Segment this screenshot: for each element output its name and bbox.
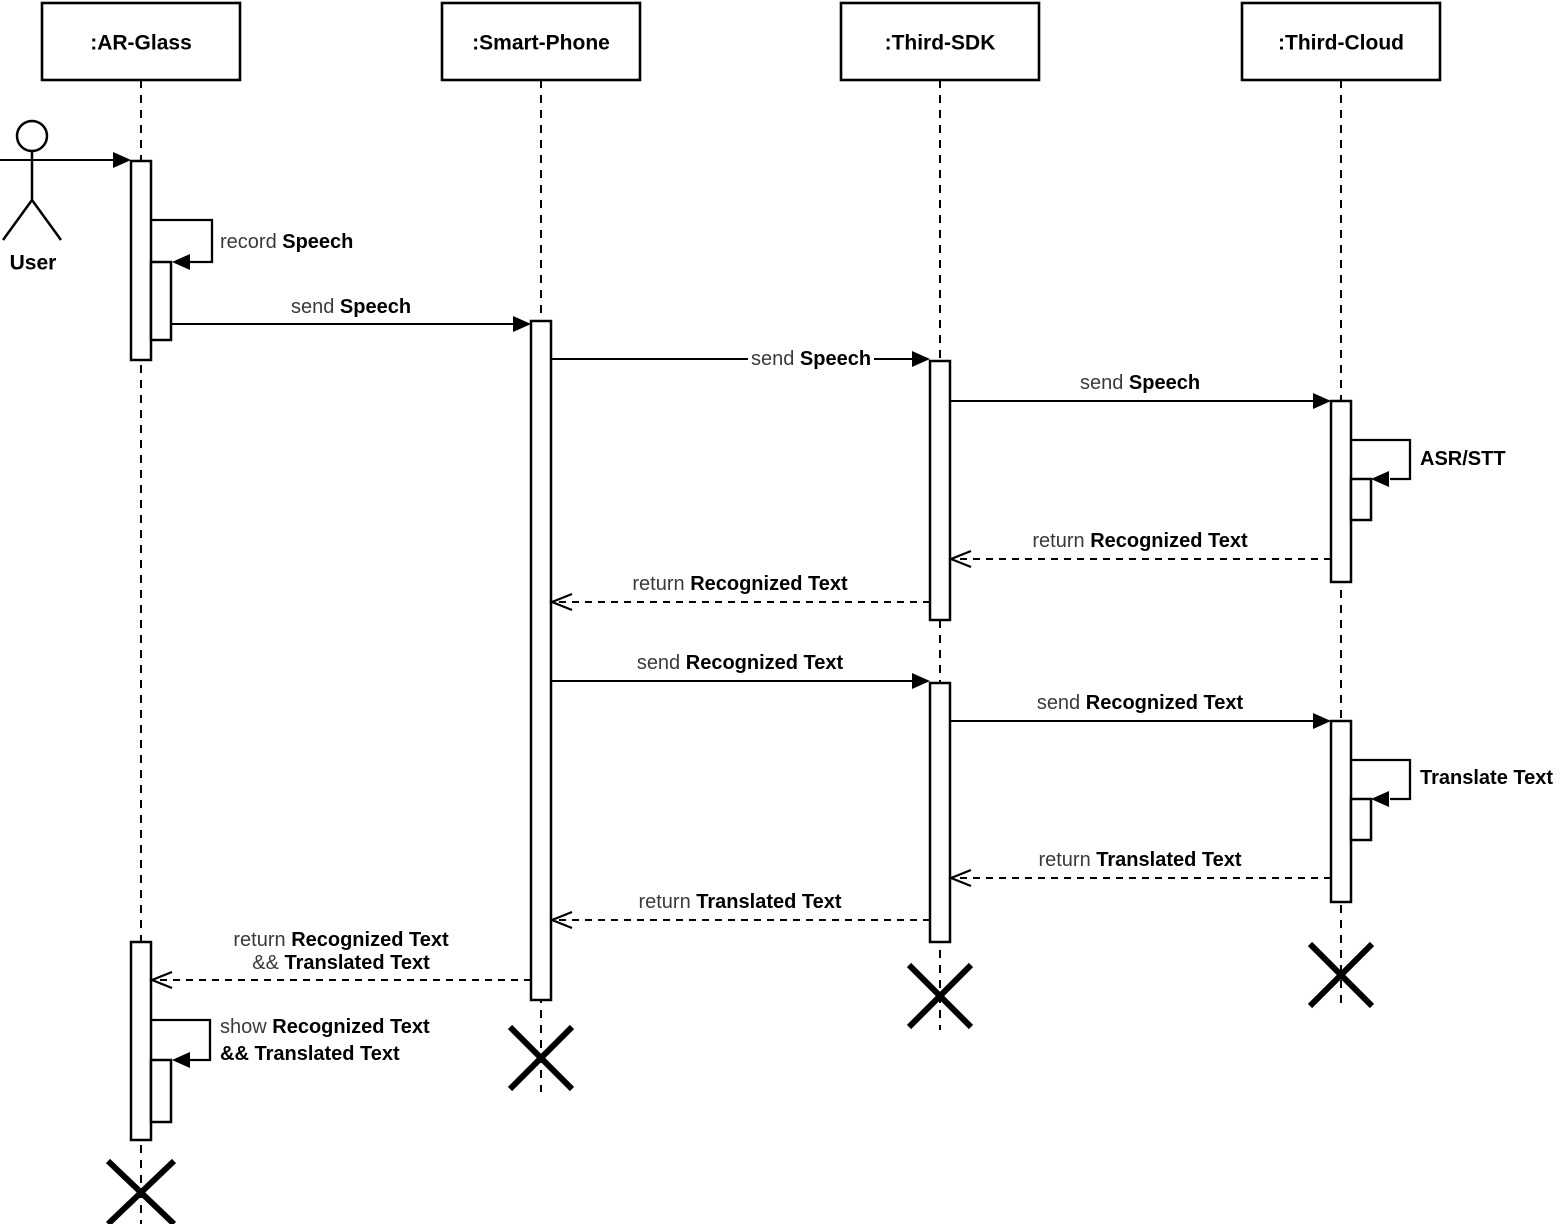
message-label: send Recognized Text [1037,692,1244,714]
self-message-show-combined: show Recognized Text && Translated Text [151,1016,430,1068]
participant-box-third-sdk [839,1,1041,82]
message-user-activate [0,152,131,168]
participant-third-cloud: :Third-Cloud [1240,1,1442,82]
destroy-x-third-sdk [906,962,974,1030]
message-label: return Recognized Text [632,573,848,595]
arrowhead [1371,471,1389,487]
activation-ar-glass-1-nested [149,260,173,342]
message-label: send Recognized Text [637,652,844,674]
actor-label: User [10,252,57,275]
actor-leg-left [1,199,34,241]
message-label-line1: return Recognized Text [233,929,449,951]
participant-title-ar-glass: :AR-Glass [90,32,192,55]
message-return-recognized-to-sdk: return Recognized Text [948,530,1331,569]
destroy-x-ar-glass [105,1158,177,1227]
participant-third-sdk: :Third-SDK [839,1,1041,82]
message-label-line1: show Recognized Text [220,1016,430,1038]
message-return-translated-to-phone: return Translated Text [549,891,930,930]
message-label: send Speech [1080,372,1200,394]
activation-third-cloud-2 [1329,719,1353,904]
message-label-line2: && Translated Text [220,1043,400,1065]
activation-ar-glass-2 [129,940,153,1142]
message-label: return Translated Text [638,891,841,913]
participant-box-third-cloud [1240,1,1442,82]
message-label: send Speech [751,348,871,370]
message-label: return Translated Text [1038,849,1241,871]
message-label: Translate Text [1420,767,1553,789]
actor-user: User [1,119,63,275]
arrowhead-open [549,592,573,612]
self-message-translate-text: Translate Text [1351,758,1553,807]
activation-third-cloud-2-nested [1349,797,1373,842]
participant-box-smart-phone [440,1,642,82]
arrowhead [1371,791,1389,807]
message-label: ASR/STT [1420,448,1506,470]
actor-leg-right [30,199,63,241]
message-send-recognized-to-cloud: send Recognized Text [950,692,1331,729]
arrowhead [513,316,531,332]
participant-title-smart-phone: :Smart-Phone [472,32,610,55]
arrowhead [172,254,190,270]
message-send-speech-to-phone: send Speech [171,296,531,332]
activation-third-sdk-1 [928,359,952,622]
participant-ar-glass: :AR-Glass [40,1,242,82]
activation-third-cloud-1 [1329,399,1353,584]
activation-third-sdk-2 [928,681,952,944]
message-label: return Recognized Text [1032,530,1248,552]
activation-third-cloud-1-nested [1349,477,1373,522]
message-send-speech-to-cloud: send Speech [950,372,1331,409]
self-message-record-speech: record Speech [151,218,353,270]
arrowhead [1313,393,1331,409]
message-return-recognized-to-phone: return Recognized Text [549,573,930,612]
self-message-asr-stt: ASR/STT [1351,438,1506,487]
message-send-recognized-to-sdk: send Recognized Text [551,652,930,689]
activation-smart-phone [529,319,553,1002]
arrowhead-open [948,868,972,888]
activation-ar-glass-2-nested [149,1058,173,1124]
participant-box-ar-glass [40,1,242,82]
participant-smart-phone: :Smart-Phone [440,1,642,82]
arrowhead-open [549,910,573,930]
destroy-x-third-cloud [1307,941,1375,1009]
participant-title-third-cloud: :Third-Cloud [1278,32,1404,55]
message-send-speech-to-sdk: send Speech [551,347,930,371]
arrowhead-open [149,970,173,990]
message-return-combined-to-ar-glass: return Recognized Text && Translated Tex… [149,929,531,990]
message-return-translated-to-sdk: return Translated Text [948,849,1331,888]
message-label: send Speech [291,296,411,318]
participant-title-third-sdk: :Third-SDK [885,32,996,55]
arrowhead-open [948,549,972,569]
arrowhead [172,1052,190,1068]
destroy-x-smart-phone [507,1024,575,1092]
arrowhead [912,351,930,367]
actor-head [15,119,49,153]
message-label-line2: && Translated Text [252,952,430,974]
arrowhead [912,673,930,689]
arrowhead [1313,713,1331,729]
activation-ar-glass-1 [129,159,153,362]
arrowhead [113,152,131,168]
message-label: record Speech [220,231,353,253]
